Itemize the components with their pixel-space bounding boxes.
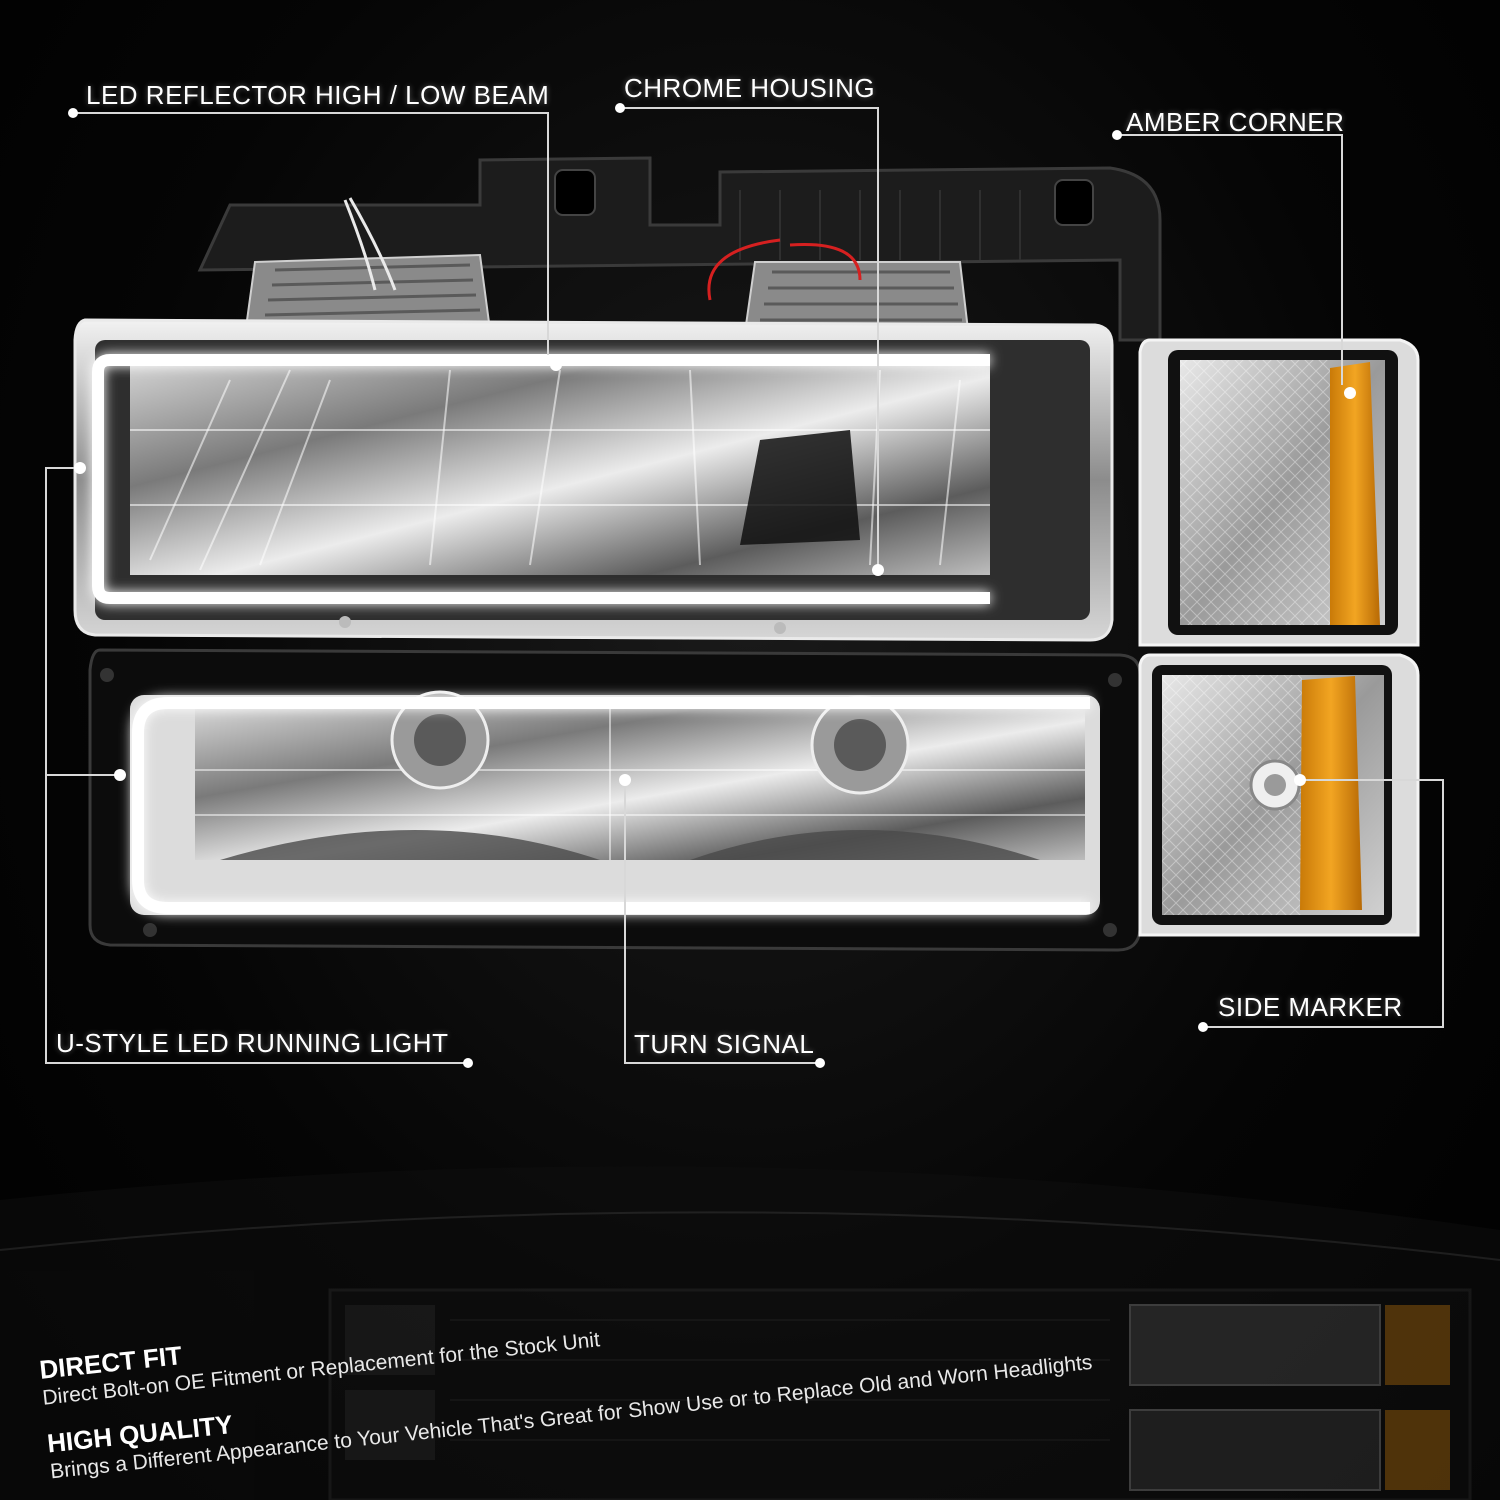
leader-chrome-housing (620, 107, 879, 570)
leader-turn-signal (624, 780, 820, 1064)
leader-led-reflector (73, 112, 549, 355)
truck-background (0, 1166, 1500, 1500)
leader-u-style-a (45, 467, 468, 1064)
label-side-marker: SIDE MARKER (1218, 992, 1403, 1022)
label-amber-corner: AMBER CORNER (1126, 107, 1345, 137)
label-led-reflector: LED REFLECTOR HIGH / LOW BEAM (86, 80, 550, 110)
amber-corner-lamp (1138, 338, 1420, 647)
led-heatsinks (243, 197, 970, 337)
label-turn-signal: TURN SIGNAL (634, 1029, 815, 1059)
side-marker-lamp (1138, 653, 1420, 937)
callout-dots (68, 103, 1356, 1068)
label-chrome-housing: CHROME HOUSING (624, 73, 876, 103)
label-u-style-led: U-STYLE LED RUNNING LIGHT (56, 1028, 449, 1058)
callout-lines (45, 107, 1444, 1064)
turn-signal-lamp (88, 648, 1142, 952)
leader-amber-corner (1117, 134, 1343, 385)
leader-side-marker (1203, 779, 1444, 1028)
main-headlight (73, 318, 1114, 642)
